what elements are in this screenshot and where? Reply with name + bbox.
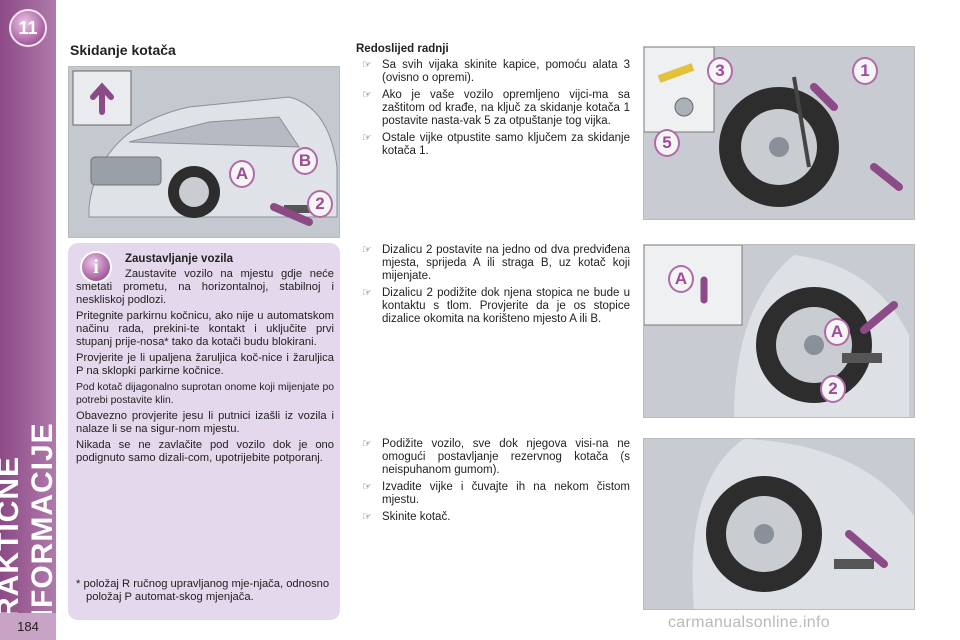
bullet-icon: ☞ <box>362 132 372 144</box>
label-3-fig2: 3 <box>707 57 733 85</box>
bullet-icon: ☞ <box>362 287 372 299</box>
bullet-icon: ☞ <box>362 59 372 71</box>
procedure-step: ☞ Dizalicu 2 postavite na jedno od dva pr… <box>356 244 630 283</box>
footnote: * položaj R ručnog upravljanog mje-njača… <box>76 578 330 603</box>
procedure-step: ☞ Skinite kotač. <box>356 511 630 524</box>
info-text: Zaustavite vozilo na mjestu gdje neće sm… <box>76 268 334 468</box>
info-paragraph: Nikada se ne zavlačite pod vozilo dok je… <box>76 439 334 464</box>
chapter-number-badge: 11 <box>9 9 47 47</box>
label-2-fig1: 2 <box>307 190 333 218</box>
page-number: 184 <box>17 619 39 634</box>
label-1-fig2: 1 <box>852 57 878 85</box>
label-a-fig3: A <box>824 318 850 346</box>
info-paragraph: Zaustavite vozilo na mjestu gdje neće sm… <box>76 268 334 306</box>
procedure-heading: Redoslijed radnji <box>356 43 449 55</box>
chapter-sidebar: 11 PRAKTIČNE INFORMACIJE <box>0 0 59 640</box>
figure-wheel-bolts: 3 1 5 <box>643 46 915 220</box>
label-2-fig3: 2 <box>820 375 846 403</box>
procedure-step: ☞ Izvadite vijke i čuvajte ih na nekom či… <box>356 481 630 507</box>
step-text: Ostale vijke otpustite samo ključem za s… <box>382 132 630 157</box>
step-text: Podižite vozilo, sve dok njegova visi-na… <box>382 438 630 476</box>
chapter-number: 11 <box>18 17 38 38</box>
step-text: Sa svih vijaka skinite kapice, pomoću al… <box>382 59 630 84</box>
jack-position-illustration <box>644 245 914 417</box>
bullet-icon: ☞ <box>362 244 372 256</box>
section-title: Skidanje kotača <box>70 42 176 58</box>
page-number-box: 184 <box>0 613 56 640</box>
bullet-icon: ☞ <box>362 481 372 493</box>
procedure-block-1: Redoslijed radnji ☞ Sa svih vijaka skinit… <box>356 43 630 162</box>
label-a-fig3-inset: A <box>668 265 694 293</box>
info-paragraph: Obavezno provjerite jesu li putnici izaš… <box>76 410 334 435</box>
label-a-fig1: A <box>229 160 255 188</box>
figure-jack-position: A A 2 <box>643 244 915 418</box>
procedure-step: ☞ Ako je vaše vozilo opremljeno vijci-ma … <box>356 89 630 128</box>
info-title: Zaustavljanje vozila <box>125 253 234 265</box>
bullet-icon: ☞ <box>362 89 372 101</box>
info-paragraph: Pritegnite parkirnu kočnicu, ako nije u … <box>76 310 334 348</box>
step-text: Skinite kotač. <box>382 511 451 523</box>
step-text: Izvadite vijke i čuvajte ih na nekom čis… <box>382 481 630 506</box>
step-text: Dizalicu 2 podižite dok njena stopica ne… <box>382 287 630 325</box>
chapter-title: PRAKTIČNE INFORMACIJE <box>0 260 59 640</box>
bullet-icon: ☞ <box>362 438 372 450</box>
label-b-fig1: B <box>292 147 318 175</box>
procedure-block-3: ☞ Podižite vozilo, sve dok njegova visi-n… <box>356 438 630 528</box>
info-paragraph: Pod kotač dijagonalno suprotan onome koj… <box>76 382 334 406</box>
lifted-wheel-illustration <box>644 439 914 609</box>
step-text: Dizalicu 2 postavite na jedno od dva pre… <box>382 244 630 282</box>
label-5-fig2: 5 <box>654 129 680 157</box>
figure-car-jack: A B 2 <box>68 66 340 238</box>
procedure-block-2: ☞ Dizalicu 2 postavite na jedno od dva pr… <box>356 244 630 330</box>
bullet-icon: ☞ <box>362 511 372 523</box>
step-text: Ako je vaše vozilo opremljeno vijci-ma s… <box>382 89 630 127</box>
watermark: carmanualsonline.info <box>668 614 830 631</box>
procedure-step: ☞ Dizalicu 2 podižite dok njena stopica n… <box>356 287 630 326</box>
figure-lifted-wheel <box>643 438 915 610</box>
info-paragraph: Provjerite je li upaljena žaruljica koč-… <box>76 352 334 377</box>
procedure-step: ☞ Sa svih vijaka skinite kapice, pomoću a… <box>356 59 630 85</box>
chapter-title-text: PRAKTIČNE INFORMACIJE <box>0 422 59 640</box>
procedure-step: ☞ Ostale vijke otpustite samo ključem za … <box>356 132 630 158</box>
procedure-step: ☞ Podižite vozilo, sve dok njegova visi-n… <box>356 438 630 477</box>
info-box: i Zaustavljanje vozila Zaustavite vozilo… <box>68 243 340 620</box>
info-icon: i <box>80 251 112 283</box>
